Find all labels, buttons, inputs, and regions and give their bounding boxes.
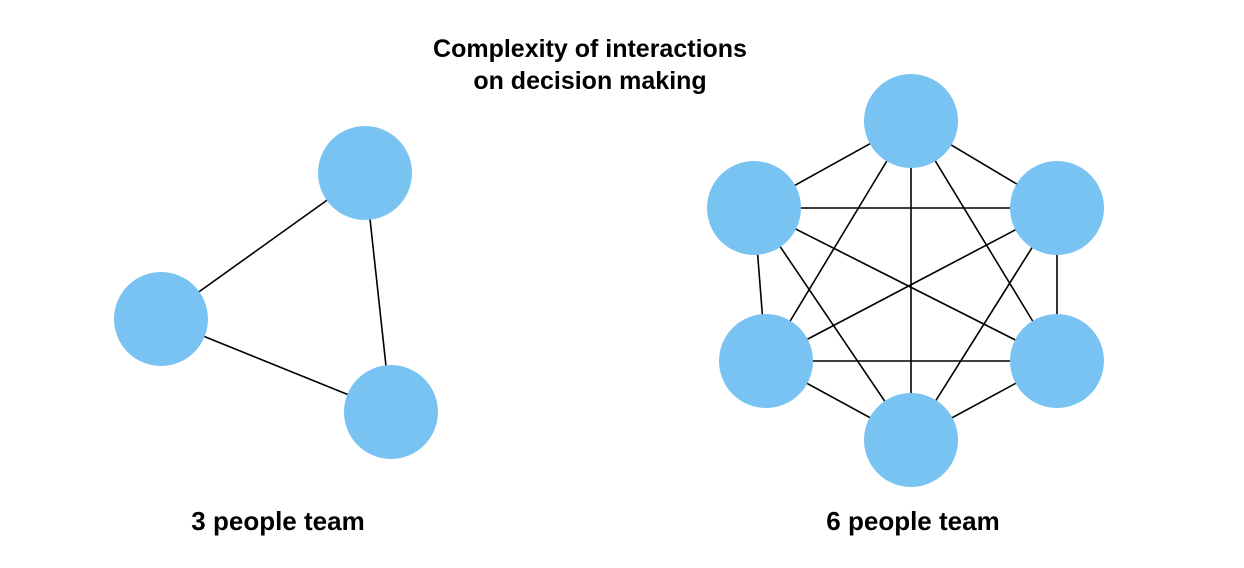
title-line-1: Complexity of interactions [433,35,747,63]
team-member-node [114,272,208,366]
three-person-team-graph [114,126,438,459]
title-line-2: on decision making [473,67,706,95]
team-member-node [1010,314,1104,408]
connection-line [765,207,1058,362]
six-person-team-connections [753,120,1058,441]
team-member-node [719,314,813,408]
team-member-node [318,126,412,220]
team-member-node [1010,161,1104,255]
diagram-title: Complexity of interactions on decision m… [433,35,747,95]
team-member-node [864,393,958,487]
six-person-team-members [707,74,1104,487]
connection-line [753,207,1058,362]
six-person-team-graph [707,74,1104,487]
team-member-node [864,74,958,168]
three-person-team-label: 3 people team [191,506,364,536]
three-person-team-members [114,126,438,459]
team-member-node [707,161,801,255]
six-person-team-label: 6 people team [826,506,999,536]
team-member-node [344,365,438,459]
